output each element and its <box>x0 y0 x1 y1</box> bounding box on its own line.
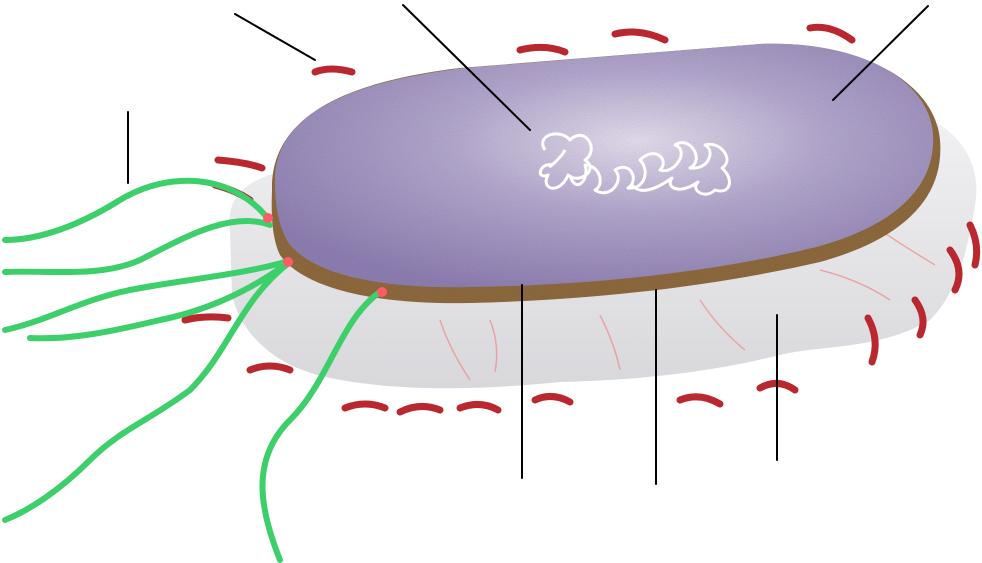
leader-line-pili <box>235 14 315 60</box>
